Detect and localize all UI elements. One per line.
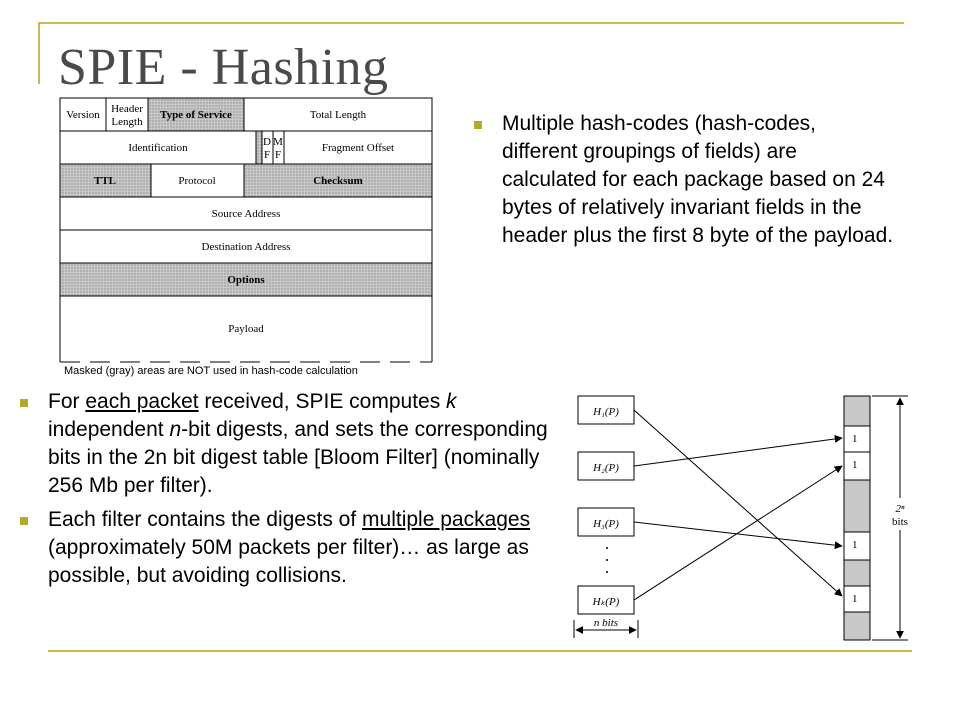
label-df-1: D <box>263 136 271 148</box>
field-destination-address <box>59 229 433 264</box>
arrow-h2-to-bit <box>633 434 843 467</box>
b2-text-1: Each filter contains the digests of <box>48 508 363 531</box>
hash-box-h3 <box>577 507 635 537</box>
bit-cell-set <box>843 531 871 561</box>
field-header-length <box>105 97 149 132</box>
bullet-each-filter: Each filter contains the digests of mult… <box>20 506 568 590</box>
bit-cell <box>843 611 871 641</box>
field-reserved-flag <box>255 130 263 165</box>
bottom-accent-line <box>48 650 912 652</box>
label-ttl: TTL <box>94 175 116 187</box>
field-type-of-service <box>147 97 245 132</box>
field-fragment-offset <box>283 130 433 165</box>
hash-box-hk <box>577 585 635 615</box>
arrow-h1-to-bit <box>633 409 843 597</box>
label-protocol: Protocol <box>178 175 215 187</box>
bloom-filter-diagram: H₁(P) H₂(P) H₃(P) Hₖ(P) n bits 1 1 1 1 2… <box>573 395 908 641</box>
left-accent-line <box>38 22 40 84</box>
bit-cell-set <box>843 425 871 453</box>
label-identification: Identification <box>128 142 188 154</box>
top-accent-line <box>38 22 904 24</box>
label-checksum: Checksum <box>313 175 363 187</box>
b1-italic-k: k <box>446 390 457 413</box>
label-df-2: F <box>264 149 270 161</box>
hash-box-h1 <box>577 395 635 425</box>
label-mf-2: F <box>275 149 281 161</box>
label-fragment-offset: Fragment Offset <box>322 142 394 154</box>
b1-text-3: independent <box>48 418 170 441</box>
b1-text-1: For <box>48 390 86 413</box>
hash-box-h2 <box>577 451 635 481</box>
bit-value-4: 1 <box>852 593 858 605</box>
bit-value-2: 1 <box>852 459 858 471</box>
bit-table <box>843 395 871 641</box>
field-checksum <box>243 163 433 198</box>
masked-areas-caption: Masked (gray) areas are NOT used in hash… <box>64 365 358 377</box>
label-n-bits: n bits <box>594 617 618 629</box>
arrow-h3-to-bit <box>633 521 843 550</box>
label-size-top: 2ⁿ <box>896 503 906 515</box>
n-bits-dimension <box>573 620 639 638</box>
left-bullet-list: For each packet received, SPIE computes … <box>20 388 568 596</box>
label-h2: H₂(P) <box>592 462 619 474</box>
label-header-length-1: Header <box>111 103 143 115</box>
bit-cell <box>843 395 871 427</box>
table-size-dimension <box>872 395 908 641</box>
bit-cell <box>843 479 871 533</box>
bullet-multiple-hash-codes: Multiple hash-codes (hash-codes, differe… <box>474 110 894 250</box>
ellipsis-dots <box>606 547 608 573</box>
b1-text-2: received, SPIE computes <box>198 390 447 413</box>
label-type-of-service: Type of Service <box>160 109 232 121</box>
bullet-square-icon <box>20 399 28 407</box>
field-payload <box>59 295 433 363</box>
label-mf-1: M <box>273 136 283 148</box>
label-hk: Hₖ(P) <box>592 596 620 608</box>
label-payload: Payload <box>228 323 264 335</box>
slide-title: SPIE - Hashing <box>58 39 389 96</box>
label-version: Version <box>66 109 100 121</box>
right-bullet-list: Multiple hash-codes (hash-codes, differe… <box>474 110 894 250</box>
bit-cell <box>843 559 871 587</box>
b1-underlined: each packet <box>85 390 199 413</box>
arrow-hk-to-bit <box>633 465 843 601</box>
label-h3: H₃(P) <box>592 518 619 530</box>
b2-underlined: multiple packages <box>362 508 531 531</box>
label-options: Options <box>227 274 265 286</box>
bit-value-1: 1 <box>852 433 858 445</box>
label-total-length: Total Length <box>310 109 367 121</box>
bit-cell-set <box>843 585 871 613</box>
label-h1: H₁(P) <box>592 406 619 418</box>
b1-text-4: -bit digests, and sets the corresponding… <box>48 418 548 497</box>
bit-value-3: 1 <box>852 539 858 551</box>
field-total-length <box>243 97 433 132</box>
bullet-each-packet: For each packet received, SPIE computes … <box>20 388 568 500</box>
label-destination-address: Destination Address <box>202 241 291 253</box>
field-source-address <box>59 196 433 231</box>
bullet-square-icon <box>20 517 28 525</box>
b2-text-2: (approximately 50M packets per filter)… … <box>48 536 529 587</box>
b1-italic-n: n <box>169 418 182 441</box>
bullet-square-icon <box>474 121 482 129</box>
label-size-bottom: bits <box>892 516 908 528</box>
ip-header-diagram: Version Header Length Type of Service To… <box>59 97 433 377</box>
field-options <box>59 262 433 297</box>
label-source-address: Source Address <box>212 208 281 220</box>
label-header-length-2: Length <box>111 116 143 128</box>
bullet-text: Multiple hash-codes (hash-codes, differe… <box>502 112 894 247</box>
field-version <box>59 97 107 132</box>
